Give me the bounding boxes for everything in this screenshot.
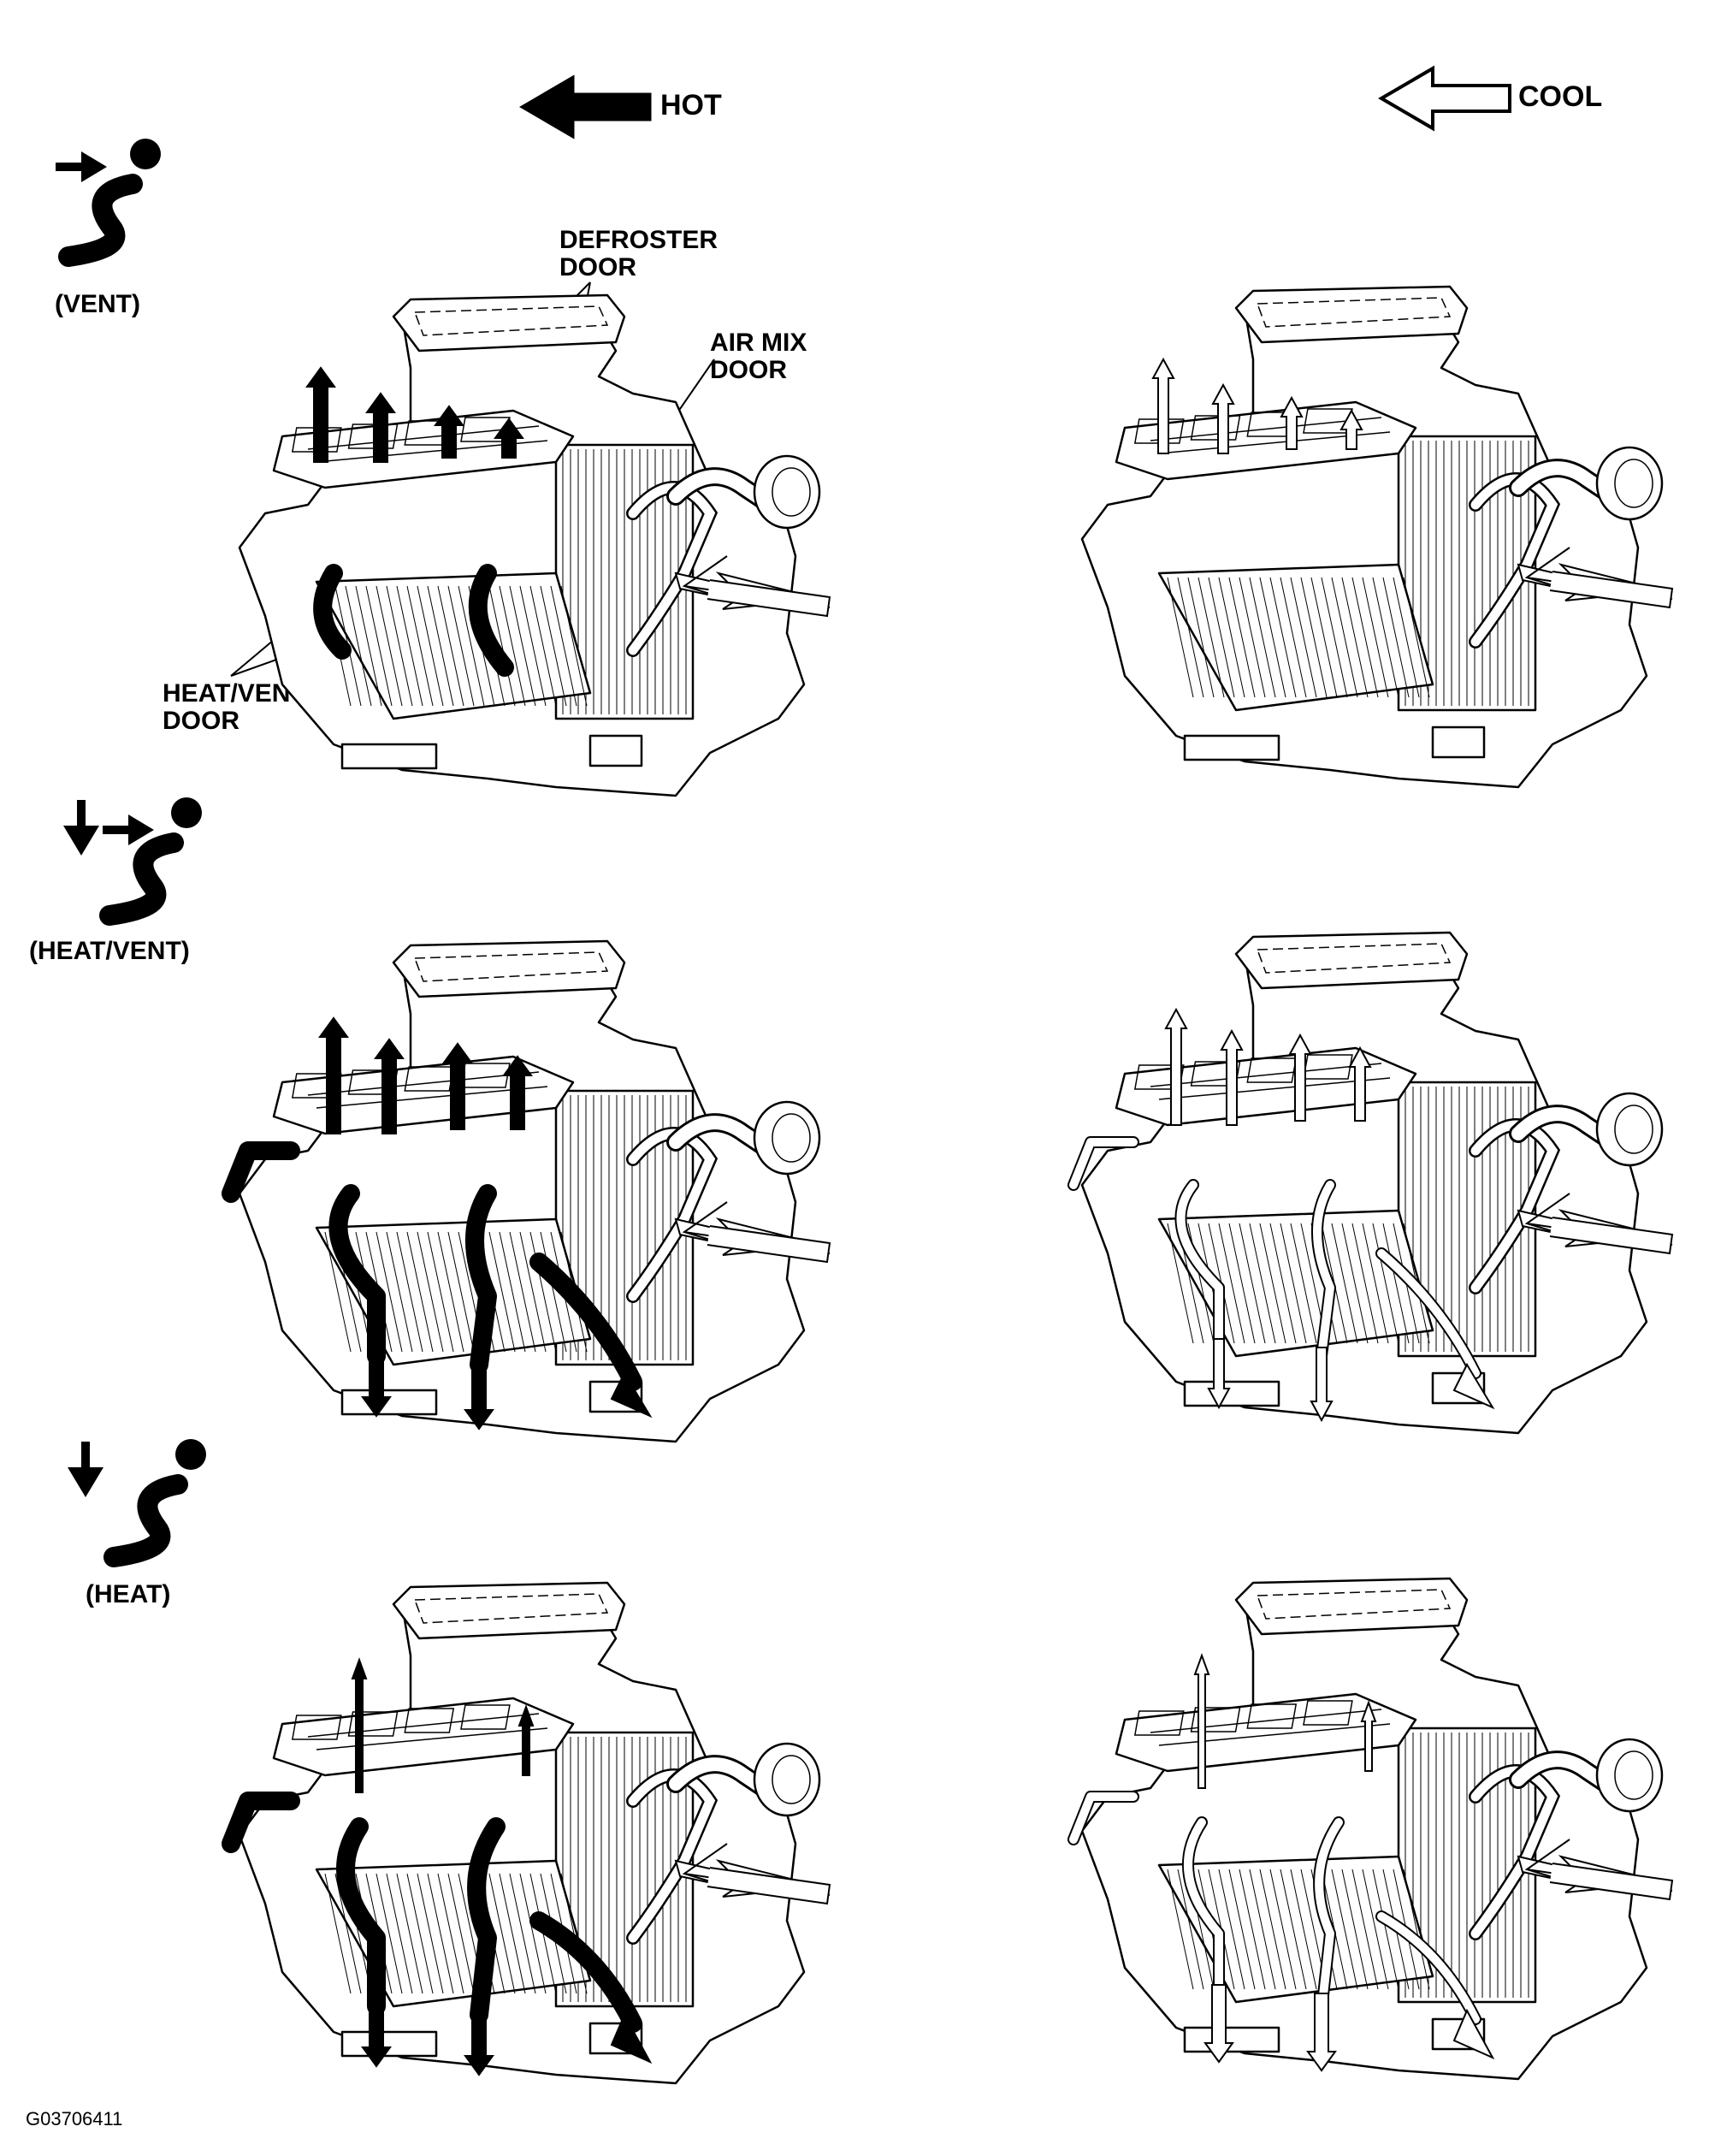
heater-unit-6 bbox=[1067, 1577, 1674, 2081]
heater-unit-1 bbox=[238, 293, 831, 797]
heat-vent-mode-icon bbox=[63, 797, 202, 926]
heat-mode-label: (HEAT) bbox=[86, 1580, 171, 1608]
cool-arrow-icon bbox=[1378, 65, 1511, 132]
air-mix-door-label: AIR MIX DOOR bbox=[710, 329, 807, 384]
vent-mode-icon bbox=[56, 139, 161, 267]
hot-legend-label: HOT bbox=[660, 89, 722, 121]
cool-legend-label: COOL bbox=[1518, 80, 1603, 113]
heat-mode-icon bbox=[68, 1439, 206, 1567]
heater-unit-5 bbox=[222, 1581, 831, 2085]
heater-unit-4 bbox=[1067, 931, 1674, 1435]
heater-unit-2 bbox=[1080, 285, 1674, 789]
figure-code: G03706411 bbox=[26, 2108, 123, 2129]
heater-unit-3 bbox=[222, 939, 831, 1443]
heat-vent-mode-label: (HEAT/VENT) bbox=[29, 937, 190, 965]
defroster-door-label: DEFROSTER DOOR bbox=[559, 226, 719, 281]
hot-arrow-icon bbox=[519, 74, 652, 139]
vent-mode-label: (VENT) bbox=[55, 290, 140, 318]
